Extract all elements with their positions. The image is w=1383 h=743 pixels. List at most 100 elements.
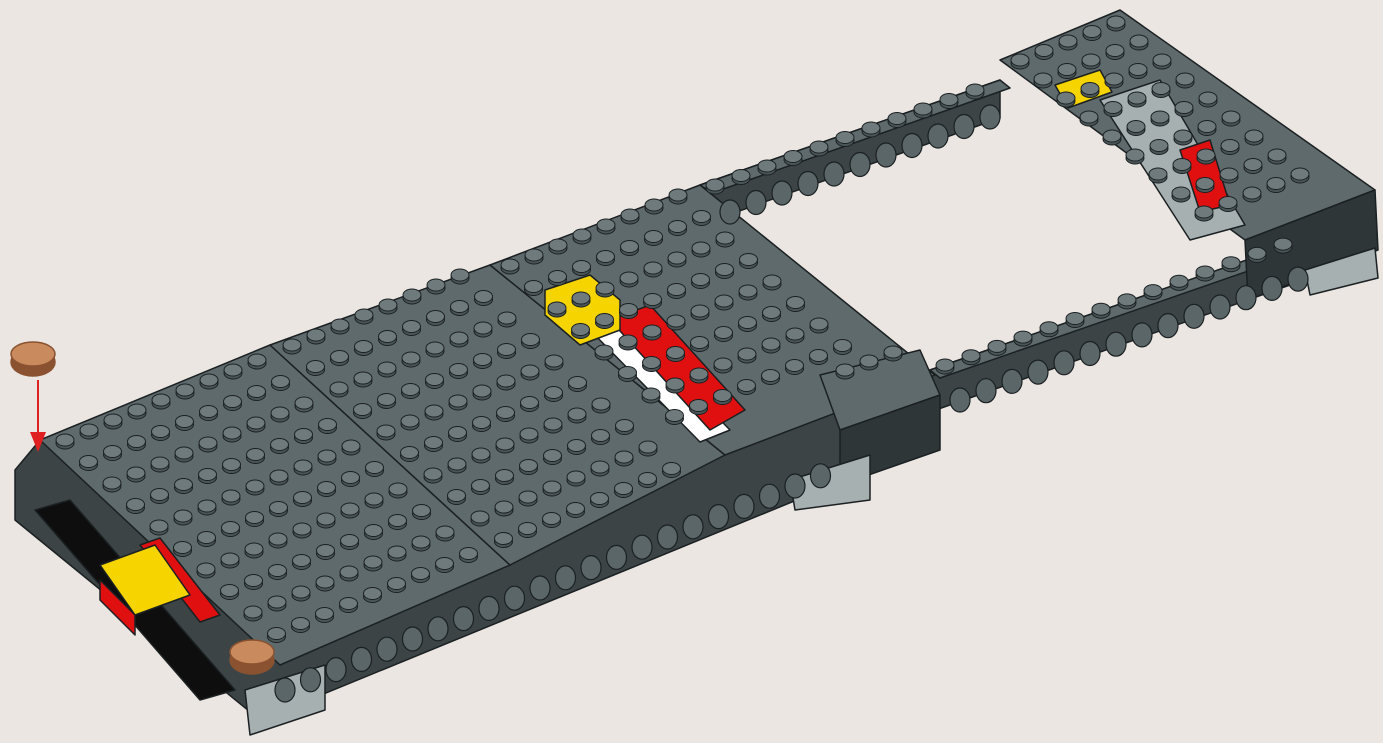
technic-hole [1132,323,1152,347]
stud [292,618,310,633]
stud [620,304,638,319]
stud [966,84,984,99]
stud [616,420,634,435]
stud [388,546,406,561]
stud [690,368,708,383]
stud [834,340,852,355]
stud [1150,140,1168,155]
stud [436,558,454,573]
stud [642,388,660,403]
stud [354,372,372,387]
stud [519,523,537,538]
stud [152,426,170,441]
stud [621,209,639,224]
technic-hole [902,134,922,158]
stud [246,480,264,495]
technic-hole [505,586,525,610]
stud [1219,197,1237,212]
stud [272,376,290,391]
stud [1196,178,1214,193]
technic-hole [428,617,448,641]
stud [270,502,288,517]
stud [271,439,289,454]
stud [715,327,733,342]
stud [495,501,513,516]
stud [936,359,954,374]
stud [836,132,854,147]
stud [151,457,169,472]
technic-hole [479,596,499,620]
stud [692,274,710,289]
stud [763,307,781,322]
stud [573,261,591,276]
stud [317,513,335,528]
stud [644,294,662,309]
stud [221,585,239,600]
stud [1222,257,1240,272]
stud [568,440,586,455]
technic-hole [876,143,896,167]
stud [521,397,539,412]
stud [1245,130,1263,145]
stud [498,344,516,359]
stud [103,477,121,492]
stud [268,596,286,611]
copper-round-tile-installed [230,640,274,674]
stud [127,467,145,482]
stud [248,354,266,369]
stud [474,354,492,369]
stud [763,275,781,290]
stud [413,505,431,520]
stud [786,360,804,375]
stud [378,394,396,409]
stud [762,338,780,353]
stud [615,483,633,498]
stud [197,563,215,578]
stud [1173,159,1191,174]
stud [412,568,430,583]
technic-hole [1236,286,1256,310]
stud [592,430,610,445]
stud [1222,111,1240,126]
stud [914,103,932,118]
stud [1197,149,1215,164]
technic-hole [454,607,474,631]
stud [80,456,98,471]
stud [739,285,757,300]
stud [1151,111,1169,126]
technic-hole [734,494,754,518]
copper-tile-floating-top [11,342,55,366]
technic-hole [772,181,792,205]
stud [200,406,218,421]
stud [403,321,421,336]
stud [425,437,443,452]
stud [1268,149,1286,164]
technic-hole [1106,332,1126,356]
stud [591,461,609,476]
stud [340,598,358,613]
stud [1198,121,1216,136]
stud [402,352,420,367]
stud [104,446,122,461]
stud [294,492,312,507]
stud [365,525,383,540]
stud [449,427,467,442]
stud [341,503,359,518]
technic-hole [1080,342,1100,366]
stud [567,471,585,486]
stud [1128,92,1146,107]
stud [596,314,614,329]
stud [247,449,265,464]
stud [1081,83,1099,98]
stud [152,394,170,409]
stud [1066,313,1084,328]
stud [450,332,468,347]
stud [451,301,469,316]
stud [758,160,776,175]
stud [1274,238,1292,253]
stud [572,292,590,307]
stud [318,482,336,497]
stud [388,578,406,593]
technic-hole [658,525,678,549]
